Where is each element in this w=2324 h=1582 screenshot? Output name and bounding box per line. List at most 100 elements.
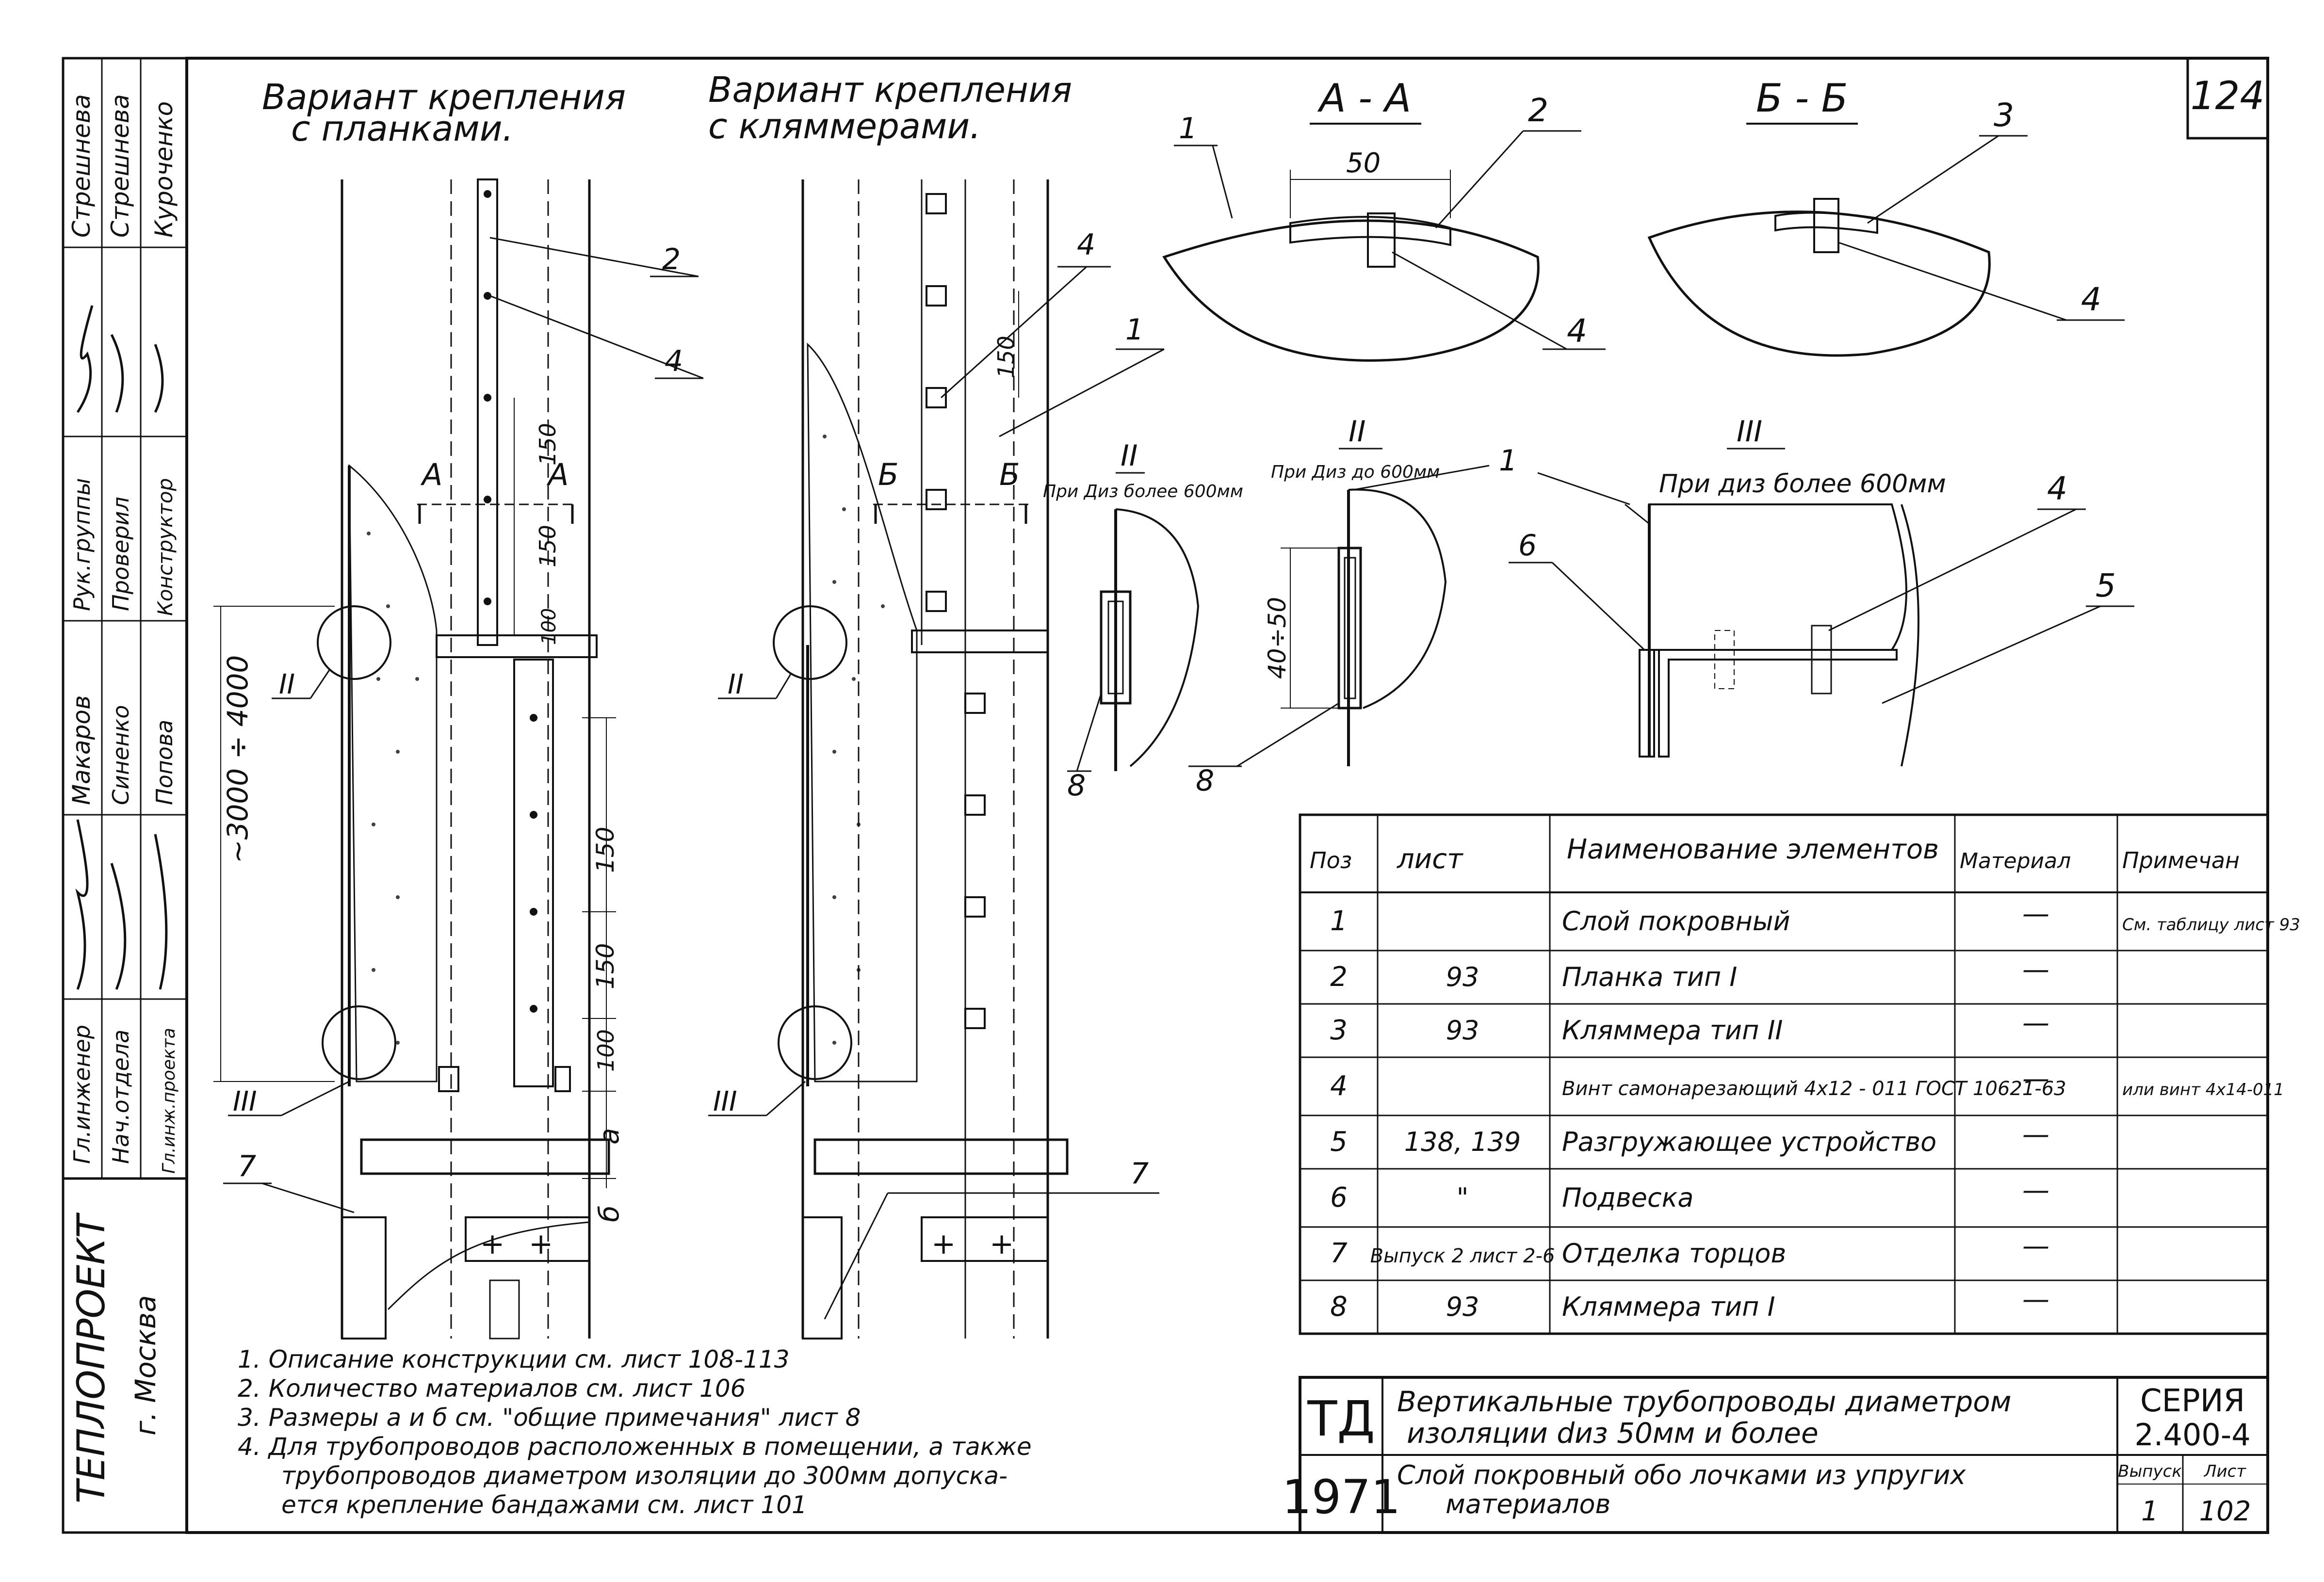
detail-iii-title: III — [1737, 415, 1762, 449]
note-1: 1. Описание конструкции см. лист 108-113 — [238, 1345, 790, 1373]
cell-material: — — [2022, 898, 2049, 930]
callout-1-ii: 1 — [1499, 444, 1517, 478]
role-group-lead: Рук.группы — [69, 478, 95, 611]
th-pos: Поз — [1310, 847, 1352, 873]
cell-pos: 7 — [1330, 1238, 1348, 1269]
subtitle-line-1: Слой покровный обо лочками из упругих — [1397, 1460, 1966, 1490]
cell-sheet: 93 — [1446, 962, 1479, 992]
note-2: 2. Количество материалов см. лист 106 — [238, 1374, 746, 1403]
dim-150-lower1: 150 — [591, 827, 619, 873]
role-dept-head: Нач.отдела — [108, 1030, 134, 1164]
cell-name: Разгружающее устройство — [1562, 1127, 1936, 1157]
callout-4-aa: 4 — [1567, 312, 1587, 350]
notes-block: 1. Описание конструкции см. лист 108-113… — [238, 1345, 1032, 1519]
year-mark: 1971 — [1282, 1470, 1400, 1524]
signature-2 — [75, 819, 168, 990]
callout-ii-v1: II — [279, 669, 295, 700]
variant2-pipe-drawing: + + Б Б 150 II III 4 1 7 — [708, 179, 1165, 1340]
name-popova: Попова — [151, 720, 178, 805]
sheet-label: Лист — [2203, 1462, 2246, 1481]
cell-material: — — [2022, 1284, 2049, 1315]
dim-150-upper: 150 — [535, 423, 561, 466]
role-designer: Конструктор — [153, 478, 177, 616]
callout-4-bb: 4 — [2081, 281, 2101, 318]
callout-1-v2: 1 — [1125, 313, 1144, 347]
title-block: ТД 1971 Вертикальные трубопроводы диамет… — [1282, 1376, 2269, 1534]
dim-100-upper: 100 — [538, 608, 560, 645]
th-name: Наименование элементов — [1567, 834, 1939, 865]
callout-iii-v2: III — [713, 1086, 737, 1117]
name-kurochenko: Куроченко — [150, 101, 178, 238]
dim-a: а — [594, 1128, 625, 1145]
plus-mark: + — [480, 1227, 504, 1261]
td-mark: ТД — [1307, 1390, 1375, 1447]
callout-iii-v1: III — [233, 1086, 257, 1117]
detail-ii-b-title: II — [1349, 415, 1365, 449]
cell-material: — — [2022, 1007, 2049, 1039]
callout-ii-v2: II — [728, 669, 744, 700]
cell-name: Кляммера тип I — [1562, 1291, 1775, 1322]
role-project-engineer: Гл.инж.проекта — [159, 1028, 179, 1174]
dim-50: 50 — [1346, 147, 1381, 179]
series-label: СЕРИЯ — [2140, 1383, 2245, 1419]
note-4: 4. Для трубопроводов расположенных в пом… — [238, 1433, 1032, 1461]
callout-7-v1: 7 — [238, 1149, 256, 1183]
detail-circle-ii — [317, 605, 391, 680]
plus-mark: + — [931, 1227, 956, 1261]
detail-ii-a-label: При Диз более 600мм — [1043, 482, 1243, 501]
cell-material: — — [2022, 954, 2049, 985]
cell-name: Кляммера тип II — [1562, 1015, 1783, 1046]
dim-range: ~3000 ÷ 4000 — [221, 655, 254, 863]
cell-sheet: 93 — [1446, 1291, 1479, 1322]
callout-8-b: 8 — [1196, 764, 1214, 798]
cell-material: — — [2022, 1175, 2049, 1206]
th-sheet: лист — [1397, 843, 1463, 875]
sheet-number-box — [2186, 57, 2269, 140]
detail-circle-iii-v2 — [778, 1005, 852, 1080]
title-line-1: Вертикальные трубопроводы диаметром — [1397, 1385, 2011, 1418]
cell-material: — — [2022, 1063, 2049, 1095]
dim-150-mid: 150 — [535, 525, 561, 567]
cell-note: См. таблицу лист 93 — [2122, 915, 2300, 935]
note-4-cont1: трубопроводов диаметром изоляции до 300м… — [281, 1462, 1008, 1490]
title-line-2: изоляции dиз 50мм и более — [1407, 1417, 1819, 1450]
detail-circle-ii-v2 — [773, 605, 847, 680]
cell-material: — — [2022, 1119, 2049, 1150]
cell-note: или винт 4х14-011 — [2122, 1080, 2284, 1099]
role-chief-engineer: Гл.инженер — [69, 1025, 95, 1164]
role-checked: Проверил — [108, 497, 134, 611]
specification-table: Поз лист Наименование элементов Материал… — [1299, 813, 2269, 1335]
name-streshneva-2: Стрешнева — [106, 94, 134, 238]
cell-pos: 8 — [1330, 1291, 1348, 1323]
section-mark-b-left: Б — [878, 457, 899, 492]
org-name: ТЕПЛОПРОЕКТ — [70, 1212, 114, 1503]
cell-pos: 4 — [1330, 1070, 1348, 1102]
cell-sheet: Выпуск 2 лист 2-6 — [1370, 1245, 1555, 1267]
dim-150-lower2: 150 — [591, 943, 619, 989]
dim-100-lower: 100 — [593, 1029, 619, 1072]
name-makarov: Макаров — [67, 695, 96, 805]
heading-variant1-l2: с планками. — [291, 108, 513, 149]
cell-pos: 1 — [1330, 905, 1348, 937]
cell-pos: 2 — [1330, 961, 1348, 993]
detail-ii-over-600: II При Диз более 600мм 8 — [1043, 439, 1243, 803]
plus-mark: + — [529, 1227, 553, 1261]
section-bb-title: Б - Б — [1756, 76, 1848, 121]
detail-iii: III При диз более 600мм 6 4 5 — [1509, 415, 2134, 767]
detail-ii-a-title: II — [1121, 439, 1138, 473]
cell-sheet: 138, 139 — [1404, 1127, 1521, 1157]
callout-5: 5 — [2096, 567, 2116, 604]
callout-1-aa: 1 — [1179, 112, 1197, 145]
issue-label: Выпуск — [2118, 1462, 2182, 1481]
series-value: 2.400-4 — [2134, 1417, 2250, 1453]
cell-material: — — [2022, 1230, 2049, 1262]
dim-b: б — [594, 1205, 625, 1222]
cell-name: Отделка торцов — [1562, 1238, 1786, 1269]
cell-pos: 5 — [1330, 1126, 1348, 1158]
section-aa-title: А - А — [1317, 76, 1411, 121]
section-mark-a-left: А — [420, 457, 442, 492]
th-note: Примечан — [2122, 847, 2240, 873]
sheet-number: 124 — [2191, 73, 2265, 118]
